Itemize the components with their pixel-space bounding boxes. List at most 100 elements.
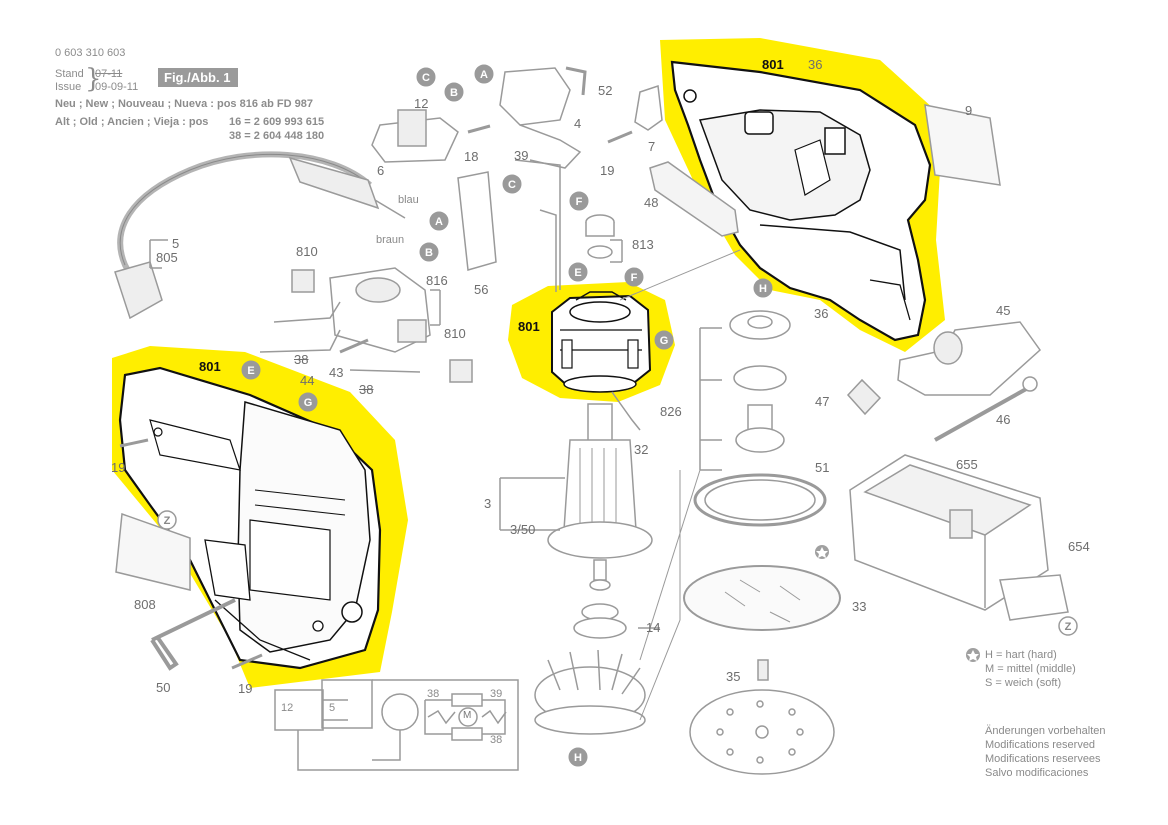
mods-de: Änderungen vorbehalten bbox=[985, 725, 1106, 737]
part-label-46: 46 bbox=[996, 412, 1011, 427]
letter-marker-h: H bbox=[759, 283, 767, 295]
housing-half-right bbox=[670, 60, 932, 342]
letter-marker-circle-c bbox=[416, 67, 436, 87]
part-label-654: 654 bbox=[1068, 539, 1090, 554]
letter-marker-circle-h bbox=[568, 747, 588, 767]
wire-label-blau: blau bbox=[398, 194, 419, 206]
letter-marker-h: H bbox=[574, 752, 582, 764]
issue-label: Issue bbox=[55, 81, 82, 93]
stand-value: 07-11 bbox=[95, 68, 123, 80]
letter-marker-b: B bbox=[425, 247, 433, 259]
part-label-52: 52 bbox=[598, 83, 613, 98]
letter-marker-circle-g bbox=[654, 330, 674, 350]
part-label-7: 7 bbox=[648, 139, 656, 154]
part-label-3-50: 3/50 bbox=[510, 522, 536, 537]
letter-marker-circle-f bbox=[624, 267, 644, 287]
letter-marker-circle-f bbox=[569, 191, 589, 211]
part-label-56: 56 bbox=[474, 282, 489, 297]
brace-icon: } bbox=[85, 64, 102, 94]
circuit-label-38-b: 38 bbox=[490, 734, 503, 746]
part-label-43: 43 bbox=[329, 365, 344, 380]
part-label-47: 47 bbox=[815, 394, 830, 409]
part-label-45: 45 bbox=[996, 303, 1011, 318]
part-label-801-center: 801 bbox=[518, 319, 540, 334]
part-label-44: 44 bbox=[300, 373, 315, 388]
wire-label-braun: braun bbox=[376, 234, 405, 246]
stand-label: Stand bbox=[55, 68, 84, 80]
part-label-32: 32 bbox=[634, 442, 649, 457]
part-label-33: 33 bbox=[852, 599, 867, 614]
part-label-6: 6 bbox=[377, 163, 385, 178]
circuit-motor-label: M bbox=[463, 710, 472, 721]
part-label-35: 35 bbox=[726, 669, 741, 684]
old-note-1: 16 = 2 609 993 615 bbox=[229, 116, 325, 128]
part-label-3: 3 bbox=[484, 496, 492, 511]
part-label-801-left: 801 bbox=[199, 359, 221, 374]
part-label-4: 4 bbox=[574, 116, 582, 131]
part-number: 0 603 310 603 bbox=[55, 47, 126, 59]
part-label-19-bottom: 19 bbox=[238, 681, 253, 696]
star-marker-glyph bbox=[816, 547, 828, 558]
part-label-51: 51 bbox=[815, 460, 830, 475]
letter-marker-g: G bbox=[304, 397, 313, 409]
letter-marker-circle-b bbox=[444, 82, 464, 102]
mods-en: Modifications reserved bbox=[985, 739, 1096, 751]
part-label-18: 18 bbox=[464, 149, 479, 164]
issue-value: 09-09-11 bbox=[95, 81, 139, 93]
part-label-50: 50 bbox=[156, 680, 171, 695]
letter-marker-circle-e bbox=[568, 262, 588, 282]
letter-marker-circle-z bbox=[1058, 616, 1078, 636]
part-label-38-a: 38 bbox=[294, 352, 309, 367]
old-note-2: 38 = 2 604 448 180 bbox=[229, 130, 325, 142]
part-label-805: 805 bbox=[156, 250, 178, 265]
mods-fr: Modifications reservees bbox=[985, 753, 1101, 765]
legend-middle: M = mittel (middle) bbox=[985, 663, 1076, 675]
part-label-36: 36 bbox=[808, 57, 823, 72]
letter-marker-c: C bbox=[422, 72, 430, 84]
field-coil bbox=[551, 291, 652, 393]
part-label-655: 655 bbox=[956, 457, 978, 472]
letter-marker-circle-a bbox=[474, 64, 494, 84]
part-label-9: 9 bbox=[965, 103, 973, 118]
part-label-808: 808 bbox=[134, 597, 156, 612]
part-label-816: 816 bbox=[426, 273, 448, 288]
letter-marker-f: F bbox=[631, 272, 638, 284]
part-label-48: 48 bbox=[644, 195, 659, 210]
new-note: Neu ; New ; Nouveau ; Nueva : pos 816 ab… bbox=[55, 98, 313, 110]
letter-marker-c: C bbox=[508, 179, 516, 191]
modifications-note: Änderungen vorbehalten Modifications res… bbox=[985, 724, 1105, 780]
part-label-5: 5 bbox=[172, 236, 180, 251]
letter-marker-circle-h bbox=[753, 278, 773, 298]
letter-marker-circle-e bbox=[241, 360, 261, 380]
part-label-12: 12 bbox=[414, 96, 429, 111]
old-note-prefix: Alt ; Old ; Ancien ; Vieja : pos bbox=[55, 116, 209, 128]
part-label-810-right: 810 bbox=[444, 326, 466, 341]
part-label-19-left: 19 bbox=[111, 460, 126, 475]
letter-marker-circle-b bbox=[419, 242, 439, 262]
legend-hard: H = hart (hard) bbox=[985, 649, 1057, 661]
letter-marker-z: Z bbox=[1065, 621, 1072, 633]
legend-star-glyph bbox=[967, 650, 979, 661]
letter-marker-e: E bbox=[574, 267, 581, 279]
grey-parts bbox=[114, 66, 1069, 775]
part-label-813: 813 bbox=[632, 237, 654, 252]
letter-marker-b: B bbox=[450, 87, 458, 99]
letter-marker-g: G bbox=[660, 335, 669, 347]
part-label-38-b: 38 bbox=[359, 382, 374, 397]
part-label-801-right: 801 bbox=[762, 57, 784, 72]
part-label-19-top: 19 bbox=[600, 163, 615, 178]
circuit-label-38: 38 bbox=[427, 688, 440, 700]
part-label-810-top: 810 bbox=[296, 244, 318, 259]
letter-marker-e: E bbox=[247, 365, 254, 377]
letter-marker-f: F bbox=[576, 196, 583, 208]
letter-marker-circle-z bbox=[157, 510, 177, 530]
figure-label: Fig./Abb. 1 bbox=[158, 68, 239, 87]
legend-soft: S = weich (soft) bbox=[985, 677, 1062, 689]
hardness-legend: H = hart (hard) M = mittel (middle) S = … bbox=[970, 648, 1076, 690]
housing-half-left bbox=[118, 366, 382, 670]
letter-marker-a: A bbox=[435, 216, 443, 228]
mods-es: Salvo modificaciones bbox=[985, 767, 1089, 779]
letter-marker-a: A bbox=[480, 69, 488, 81]
